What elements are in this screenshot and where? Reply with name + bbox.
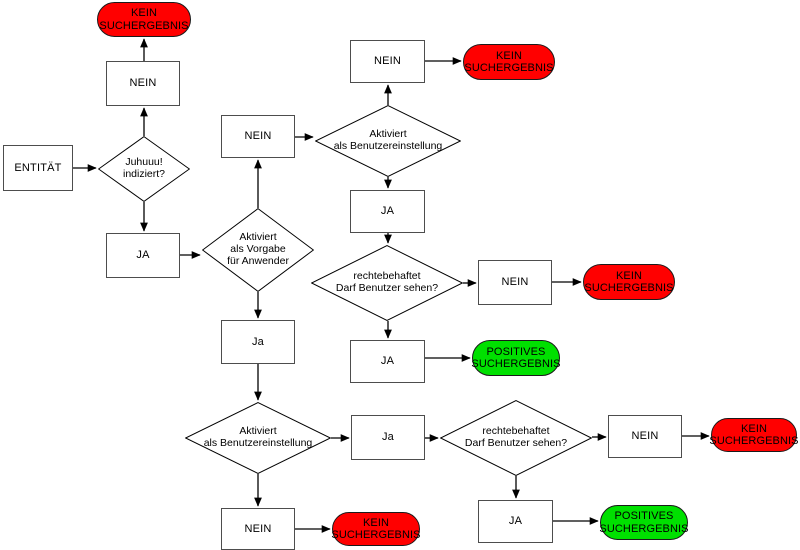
node-positiv-2[interactable]: POSITIVES SUCHERGEBNIS <box>599 505 689 540</box>
node-label-kein-4: KEIN SUCHERGEBNIS <box>331 516 421 541</box>
node-label-ja-4: Ja <box>251 335 265 348</box>
node-kein-4[interactable]: KEIN SUCHERGEBNIS <box>331 512 421 546</box>
node-d-vorgabe[interactable]: Aktiviert als Vorgabe für Anwender <box>202 208 314 292</box>
node-kein-3[interactable]: KEIN SUCHERGEBNIS <box>583 264 675 300</box>
node-nein-6[interactable]: NEIN <box>608 415 682 458</box>
node-label-nein-3: NEIN <box>373 55 402 68</box>
node-ja-4[interactable]: Ja <box>221 320 295 364</box>
node-nein-3[interactable]: NEIN <box>350 40 425 83</box>
node-label-d-rechte-1: rechtebehaftet Darf Benutzer sehen? <box>335 270 439 294</box>
node-label-nein-1: NEIN <box>129 77 157 90</box>
node-label-nein-6: NEIN <box>631 430 659 443</box>
node-nein-5[interactable]: NEIN <box>221 508 295 550</box>
node-ja-6[interactable]: JA <box>478 500 553 543</box>
node-label-d-benutzer-1: Aktiviert als Benutzereinstellung <box>333 128 443 152</box>
node-ja-1[interactable]: JA <box>106 233 180 278</box>
node-ja-3[interactable]: JA <box>350 340 425 383</box>
node-d-rechte-1[interactable]: rechtebehaftet Darf Benutzer sehen? <box>311 245 463 321</box>
node-label-entitaet: ENTITÄT <box>14 161 62 174</box>
node-d-benutzer-2[interactable]: Aktiviert als Benutzereinstellung <box>185 402 331 474</box>
node-nein-1[interactable]: NEIN <box>106 61 180 106</box>
node-label-nein-2: NEIN <box>244 130 272 143</box>
node-d-rechte-2[interactable]: rechtebehaftet Darf Benutzer sehen? <box>440 400 592 476</box>
node-label-nein-4: NEIN <box>501 276 529 289</box>
node-label-positiv-2: POSITIVES SUCHERGEBNIS <box>599 510 689 535</box>
node-label-kein-5: KEIN SUCHERGEBNIS <box>709 422 799 447</box>
node-label-ja-3: JA <box>380 355 395 368</box>
node-entitaet[interactable]: ENTITÄT <box>3 145 73 191</box>
node-label-ja-5: Ja <box>381 431 395 444</box>
node-label-d-benutzer-2: Aktiviert als Benutzereinstellung <box>203 425 313 449</box>
node-ja-5[interactable]: Ja <box>351 415 425 460</box>
node-d-indiziert[interactable]: Juhuuu! indiziert? <box>98 136 190 202</box>
node-label-ja-6: JA <box>508 515 523 528</box>
node-label-d-vorgabe: Aktiviert als Vorgabe für Anwender <box>227 231 289 267</box>
node-kein-5[interactable]: KEIN SUCHERGEBNIS <box>709 418 799 452</box>
node-label-kein-3: KEIN SUCHERGEBNIS <box>584 269 674 294</box>
node-label-kein-2: KEIN SUCHERGEBNIS <box>464 49 554 74</box>
node-ja-2[interactable]: JA <box>350 190 425 233</box>
node-label-ja-2: JA <box>380 205 395 218</box>
node-label-nein-5: NEIN <box>244 522 272 535</box>
node-label-kein-1: KEIN SUCHERGEBNIS <box>99 7 189 32</box>
node-kein-1[interactable]: KEIN SUCHERGEBNIS <box>97 2 191 37</box>
node-positiv-1[interactable]: POSITIVES SUCHERGEBNIS <box>471 340 561 376</box>
node-label-d-indiziert: Juhuuu! indiziert? <box>122 156 166 180</box>
node-nein-4[interactable]: NEIN <box>478 260 552 305</box>
node-kein-2[interactable]: KEIN SUCHERGEBNIS <box>463 44 555 80</box>
node-d-benutzer-1[interactable]: Aktiviert als Benutzereinstellung <box>315 105 461 177</box>
node-label-positiv-1: POSITIVES SUCHERGEBNIS <box>471 345 561 370</box>
node-label-d-rechte-2: rechtebehaftet Darf Benutzer sehen? <box>464 425 568 449</box>
node-label-ja-1: JA <box>136 249 150 262</box>
node-nein-2[interactable]: NEIN <box>221 115 295 158</box>
